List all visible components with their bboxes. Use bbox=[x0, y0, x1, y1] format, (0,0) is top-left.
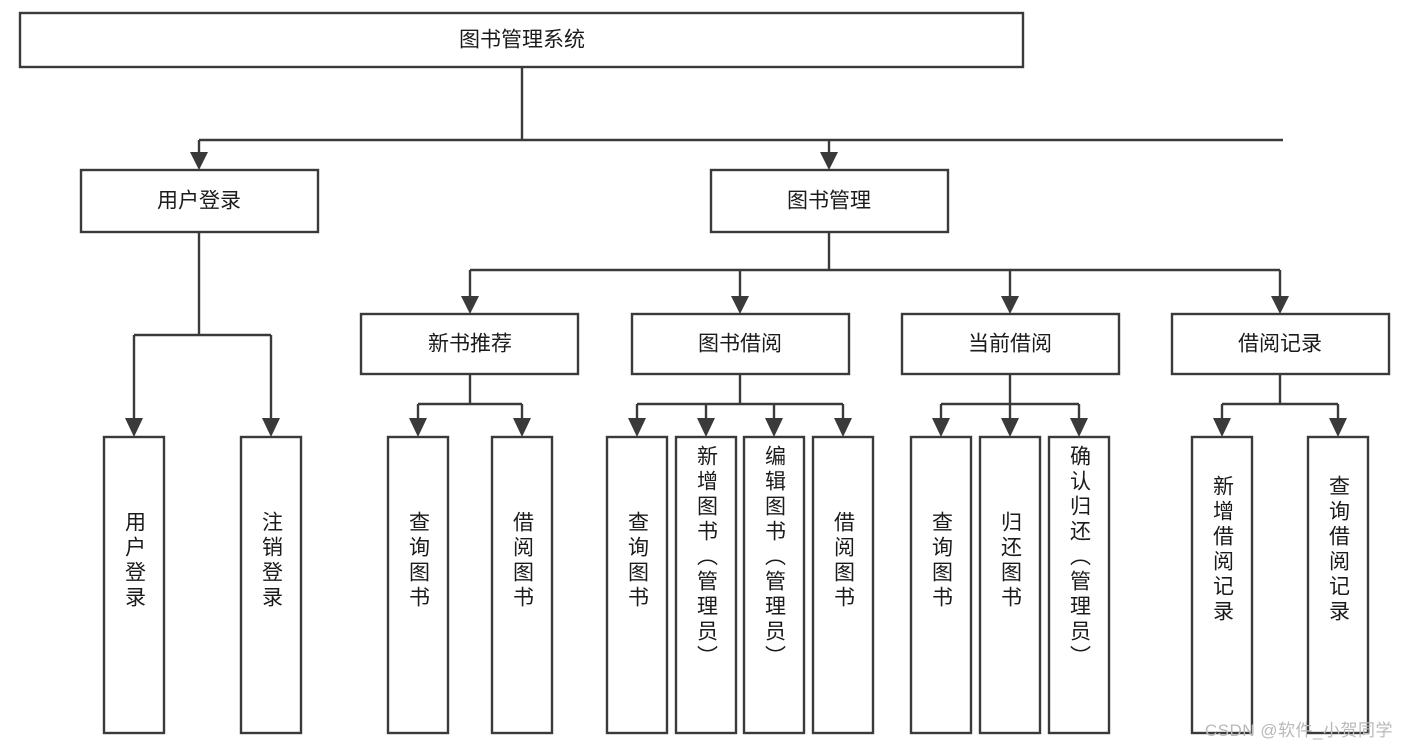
node-current-borrow-label: 当前借阅 bbox=[968, 333, 1052, 356]
connector-root-to-level2 bbox=[190, 67, 1283, 170]
node-new-book-recommend-label: 新书推荐 bbox=[428, 333, 512, 356]
connector-bookmanage-to-level3 bbox=[461, 232, 1289, 314]
node-book-borrow-label: 图书借阅 bbox=[698, 333, 782, 356]
node-new-book-recommend[interactable]: 新书推荐 bbox=[359, 312, 580, 376]
connector-userlogin-to-leaves bbox=[125, 232, 280, 437]
leaf-boxes bbox=[102, 435, 1370, 735]
leaf-box-query-book-3[interactable] bbox=[909, 435, 973, 735]
node-root-label: 图书管理系统 bbox=[459, 29, 585, 52]
leaf-box-borrow-book-2[interactable] bbox=[811, 435, 875, 735]
leaf-box-query-book-1[interactable] bbox=[386, 435, 450, 735]
connector-currentborrow-to-leaves bbox=[932, 374, 1088, 437]
leaf-box-query-record[interactable] bbox=[1306, 435, 1370, 735]
node-user-login-label: 用户登录 bbox=[157, 190, 241, 213]
node-book-borrow[interactable]: 图书借阅 bbox=[630, 312, 851, 376]
connector-bookborrow-to-leaves bbox=[628, 374, 852, 437]
leaf-box-query-book-2[interactable] bbox=[605, 435, 669, 735]
leaf-box-borrow-book-1[interactable] bbox=[490, 435, 554, 735]
leaf-box-add-record[interactable] bbox=[1190, 435, 1254, 735]
leaf-box-confirm-return[interactable] bbox=[1047, 435, 1111, 735]
node-borrow-record-label: 借阅记录 bbox=[1238, 333, 1322, 356]
node-user-login[interactable]: 用户登录 bbox=[79, 168, 320, 234]
csdn-watermark: CSDN @软件_小贺同学 bbox=[1204, 721, 1393, 740]
node-borrow-record[interactable]: 借阅记录 bbox=[1170, 312, 1391, 376]
node-book-manage-label: 图书管理 bbox=[787, 190, 871, 213]
leaf-box-logout[interactable] bbox=[239, 435, 303, 735]
leaf-box-add-book[interactable] bbox=[674, 435, 738, 735]
connector-newbook-to-leaves bbox=[409, 374, 531, 437]
node-current-borrow[interactable]: 当前借阅 bbox=[900, 312, 1121, 376]
node-root-system[interactable]: 图书管理系统 bbox=[18, 11, 1025, 69]
leaf-box-edit-book[interactable] bbox=[742, 435, 806, 735]
leaf-box-user-login[interactable] bbox=[102, 435, 166, 735]
leaf-box-return-book[interactable] bbox=[978, 435, 1042, 735]
node-book-manage[interactable]: 图书管理 bbox=[709, 168, 950, 234]
connector-borrowrecord-to-leaves bbox=[1213, 374, 1347, 437]
